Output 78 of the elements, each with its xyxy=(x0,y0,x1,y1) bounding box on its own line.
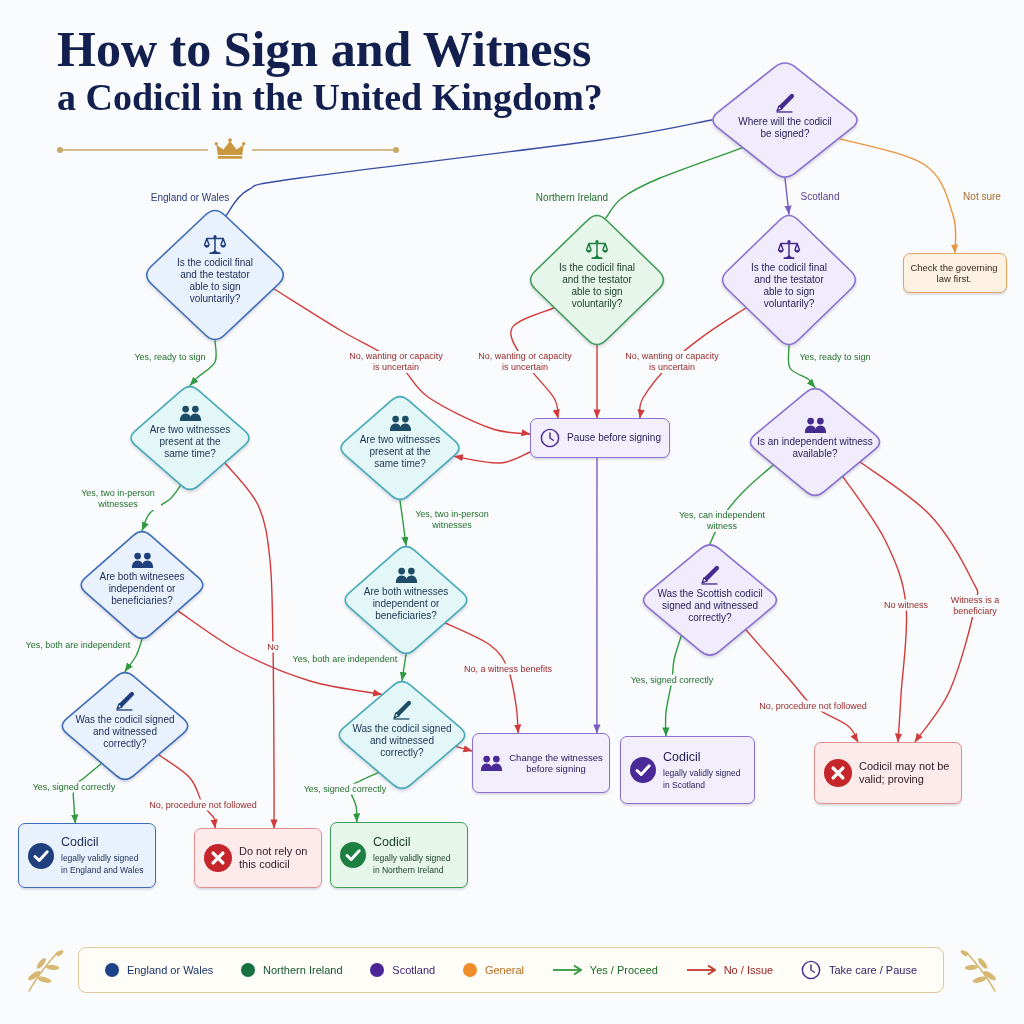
edge-label: Yes, ready to sign xyxy=(797,351,873,363)
edge-label: No, procedure not followed xyxy=(757,700,869,712)
question-text: Is the codicil final and the testator able to sign voluntarily? xyxy=(749,261,829,310)
arrow xyxy=(453,451,531,464)
edge-label: No witness xyxy=(882,599,930,611)
result-note: legally validly signed in England and Wales xyxy=(61,852,145,876)
edge-label: Northern Ireland xyxy=(533,191,611,203)
question-text: Are two witnesses present at the same time? xyxy=(358,433,442,470)
legend-label: Scotland xyxy=(392,964,436,976)
result-box xyxy=(194,828,322,888)
edge-label: England or Wales xyxy=(148,191,232,203)
legend-label: General xyxy=(484,964,525,976)
arrow xyxy=(189,340,217,387)
question-text: Was the codicil signed and witnessed correctly? xyxy=(351,722,453,759)
edge-label: Yes, signed correctly xyxy=(301,783,389,795)
arrow xyxy=(399,653,407,682)
step-text: Pause before signing xyxy=(567,432,661,444)
legend-label: Yes / Proceed xyxy=(589,964,658,976)
edge-label: No xyxy=(265,641,281,653)
question-text: Is the codicil final and the testator able to sign voluntarily? xyxy=(175,256,255,305)
process-box xyxy=(472,733,610,793)
connector-line xyxy=(225,119,713,217)
step-text: Check the governing law first. xyxy=(909,261,999,285)
edge-label: Yes, both are independent xyxy=(290,653,400,665)
process-box xyxy=(530,418,670,458)
question-text: Is the codicil final and the testator able to sign voluntarily? xyxy=(557,261,637,310)
question-text: Was the Scottish codicil signed and witnessed correctly? xyxy=(656,587,764,624)
arrow xyxy=(444,622,522,734)
edge-label: Yes, both are independent xyxy=(23,639,133,651)
arrow xyxy=(838,137,959,254)
result-box xyxy=(18,823,156,888)
arrow xyxy=(662,635,682,737)
arrow xyxy=(177,610,383,697)
arrow xyxy=(224,462,278,829)
question-text: Are two witnesses present at the same time? xyxy=(148,423,232,460)
edge-label: No, procedure not followed xyxy=(147,799,259,811)
arrow xyxy=(745,629,859,743)
edge-label: No, a witness benefits xyxy=(462,663,554,675)
arrow xyxy=(593,345,601,419)
arrow xyxy=(124,638,143,673)
edge-label: Not sure xyxy=(961,190,1003,202)
result-title: Codicil xyxy=(663,749,702,765)
result-note: legally validly signed in Northern Ireland xyxy=(373,851,452,876)
question-text: Are both witnesees independent or beneficiaries? xyxy=(98,570,186,607)
edge-label: Yes, signed correctly xyxy=(30,781,118,793)
edge-label: Yes, ready to sign xyxy=(132,351,208,363)
result-box xyxy=(814,742,962,804)
legend-label: England or Wales xyxy=(126,964,214,976)
arrow xyxy=(593,457,601,734)
legend-label: Northern Ireland xyxy=(263,964,343,976)
legend-label: No / Issue xyxy=(723,964,774,976)
step-text: Do not rely on this codicil xyxy=(239,844,309,872)
question-text: Was the codicil signed and witnessed correctly? xyxy=(74,713,176,750)
arrow xyxy=(784,177,792,215)
arrow xyxy=(787,345,816,389)
arrow xyxy=(842,476,908,743)
edge-label: Scotland xyxy=(798,190,842,202)
arrow xyxy=(141,484,182,532)
question-text: Is an independent witness available? xyxy=(756,435,874,460)
step-text: Change the witnesses before signing xyxy=(508,751,604,775)
result-box xyxy=(330,822,468,888)
arrow xyxy=(859,461,979,743)
arrow xyxy=(455,745,473,753)
step-text: Codicil may not be valid; proving xyxy=(859,759,951,787)
arrow xyxy=(399,499,409,547)
arrow xyxy=(158,754,219,829)
result-title: Codicil xyxy=(373,834,412,850)
title: How to Sign and Witness a Codicil in the United Kingdom? xyxy=(57,22,604,119)
legend-label: Take care / Pause xyxy=(828,964,918,976)
edge-label: Yes, signed correctly xyxy=(628,674,716,686)
result-note: legally validly signed in Scotland xyxy=(663,766,742,791)
arrow xyxy=(273,288,531,437)
question-text: Where will the codicil be signed? xyxy=(737,115,833,140)
process-box xyxy=(903,253,1007,293)
question-text: Are both witnesses independent or beneficiaries? xyxy=(362,585,450,622)
result-title: Codicil xyxy=(61,835,100,850)
connector-line xyxy=(604,147,743,220)
result-box xyxy=(620,736,755,804)
